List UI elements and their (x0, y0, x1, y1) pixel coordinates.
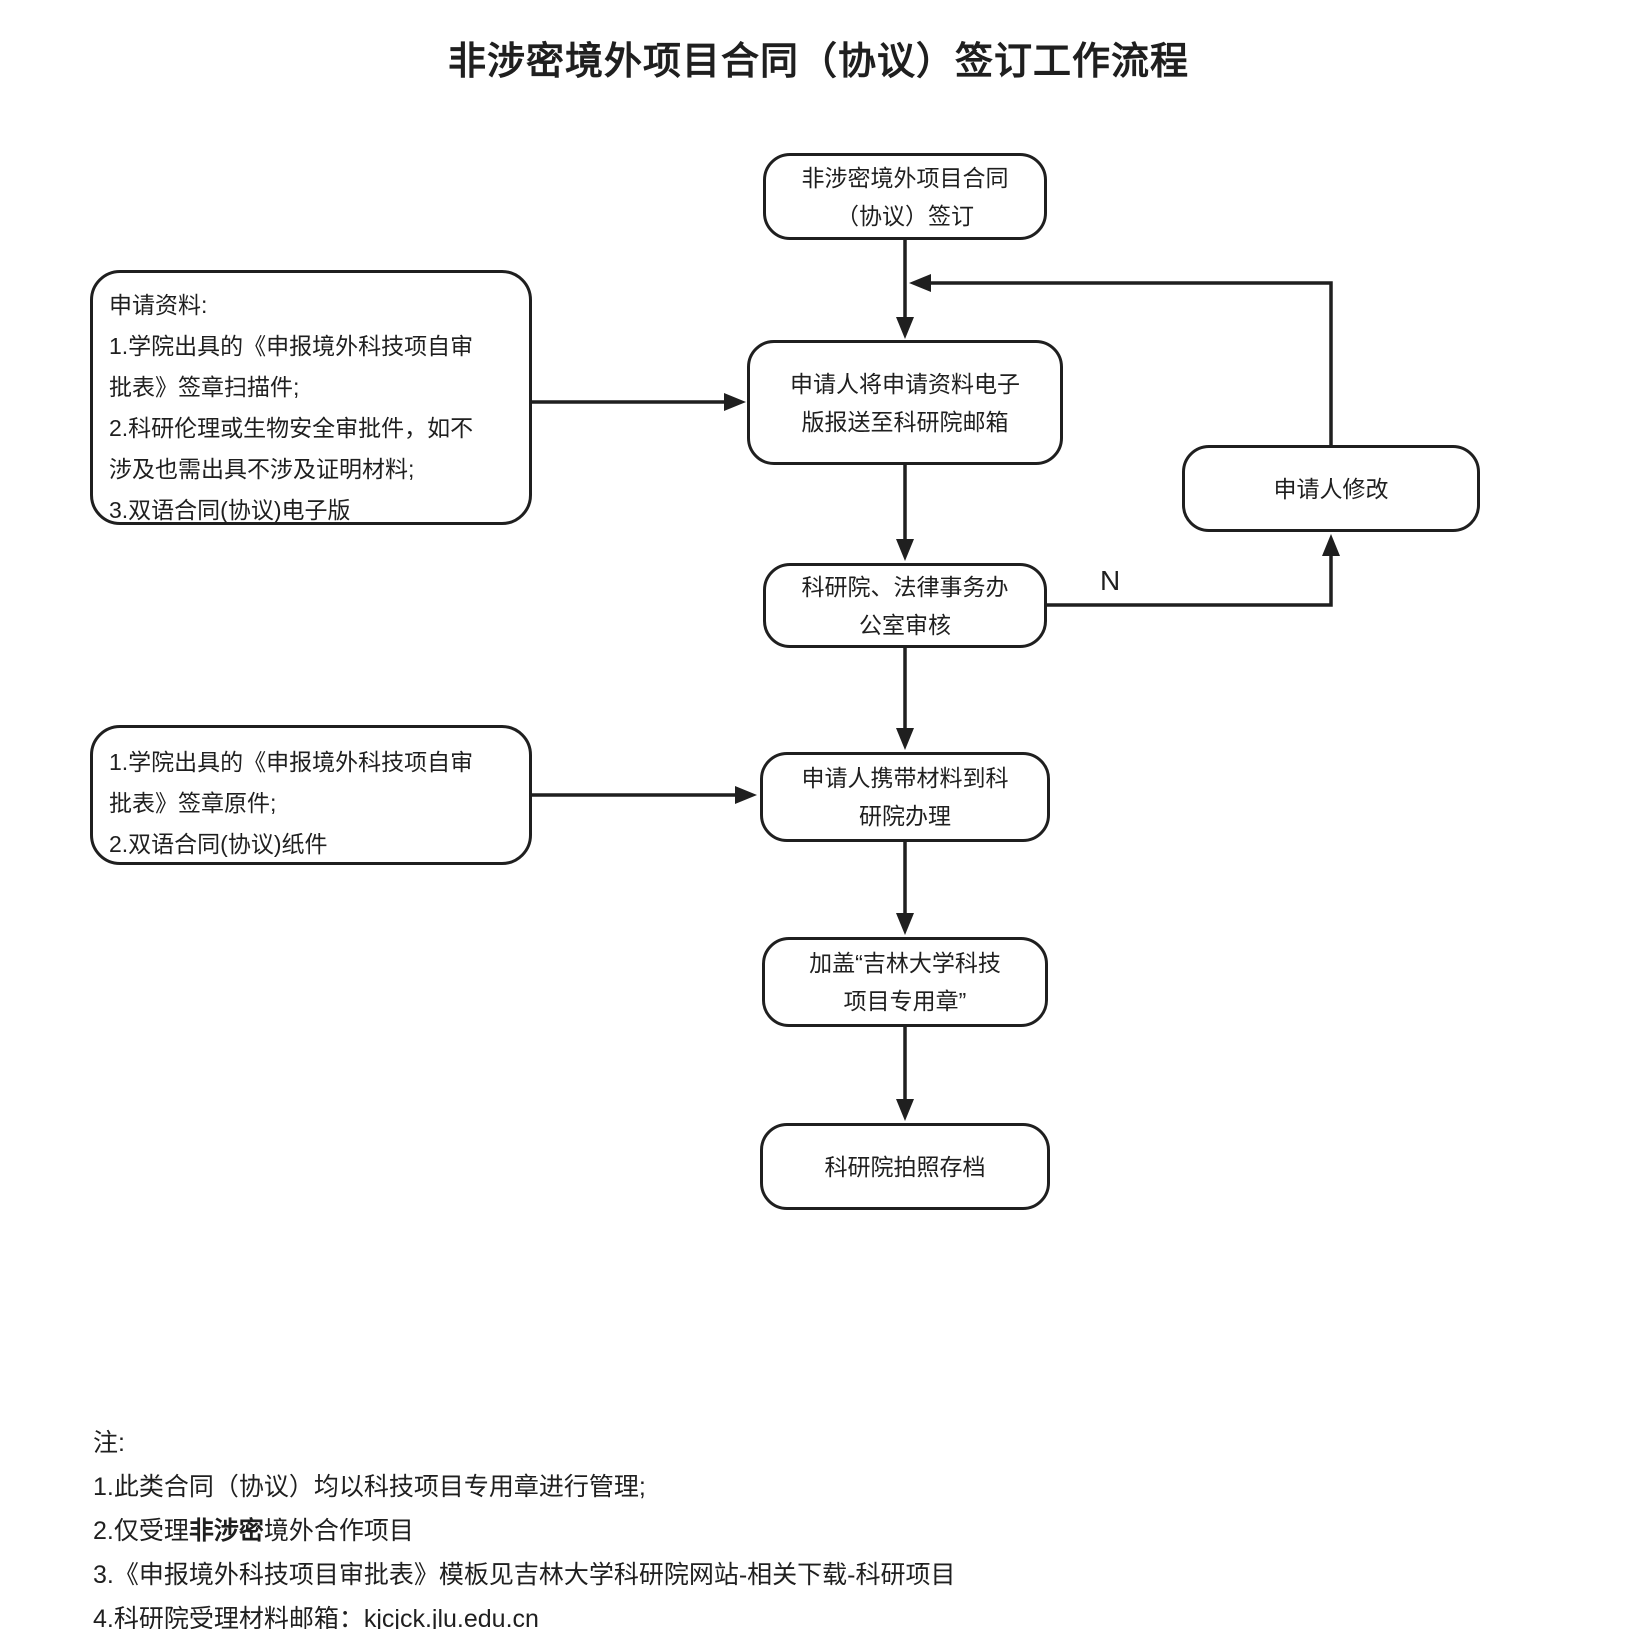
node-submit: 申请人将申请资料电子 版报送至科研院邮箱 (747, 340, 1063, 465)
node-bring: 申请人携带材料到科 研院办理 (760, 752, 1050, 842)
footnote-4: 4.科研院受理材料邮箱：kjcjck.jlu.edu.cn (93, 1605, 539, 1629)
node-bring-line: 申请人携带材料到科 (801, 765, 1009, 791)
note-originals-line: 2.双语合同(协议)纸件 (109, 831, 328, 857)
node-archive: 科研院拍照存档 (760, 1123, 1050, 1210)
note-materials-line: 2.科研伦理或生物安全审批件，如不 (109, 415, 474, 441)
node-stamp-line: 项目专用章” (843, 988, 967, 1014)
node-archive-line: 科研院拍照存档 (824, 1153, 986, 1180)
node-modify-line: 申请人修改 (1273, 475, 1389, 502)
node-review: 科研院、法律事务办 公室审核 (763, 563, 1047, 648)
note-materials-line: 1.学院出具的《申报境外科技项自审 (109, 333, 474, 359)
node-review-line: 科研院、法律事务办 (801, 573, 1009, 600)
footnote-2-prefix: 2.仅受理 (93, 1517, 189, 1545)
arrowhead-down-submit (896, 317, 914, 339)
footnote-2-bold: 非涉密 (188, 1517, 264, 1545)
arrowhead-up-modify (1322, 534, 1340, 556)
footnote-3: 3.《申报境外科技项目审批表》模板见吉林大学科研院网站-相关下载-科研项目 (93, 1561, 956, 1589)
note-originals-line: 批表》签章原件; (109, 790, 277, 816)
arrowhead-down-review (896, 539, 914, 561)
footnote-2-suffix: 境外合作项目 (263, 1517, 414, 1545)
node-stamp: 加盖“吉林大学科技 项目专用章” (762, 937, 1048, 1027)
node-start-line: （协议）签订 (836, 202, 974, 229)
edge-modify-feedback (920, 281, 1333, 445)
note-box-originals: 1.学院出具的《申报境外科技项自审 批表》签章原件; 2.双语合同(协议)纸件 (90, 725, 532, 865)
edge-label-n: N (1100, 565, 1121, 596)
footnote-1: 1.此类合同（协议）均以科技项目专用章进行管理; (93, 1473, 646, 1501)
arrowhead-down-archive (896, 1099, 914, 1121)
node-modify: 申请人修改 (1182, 445, 1480, 532)
node-review-line: 公室审核 (859, 611, 951, 638)
note-originals-line: 1.学院出具的《申报境外科技项自审 (109, 749, 474, 775)
node-submit-line: 申请人将申请资料电子 (790, 370, 1020, 397)
note-materials-line: 涉及也需出具不涉及证明材料; (109, 456, 415, 482)
arrowhead-left-feedback (909, 274, 931, 292)
footnotes: 注: 1.此类合同（协议）均以科技项目专用章进行管理; 2.仅受理非涉密境外合作… (93, 1421, 956, 1629)
footnote-2: 2.仅受理非涉密境外合作项目 (93, 1509, 956, 1553)
note-materials-line: 批表》签章扫描件; (109, 374, 300, 400)
footnote-heading: 注: (93, 1429, 125, 1457)
node-bring-line: 研院办理 (859, 803, 951, 829)
node-stamp-line: 加盖“吉林大学科技 (809, 950, 1001, 976)
note-materials-line: 3.双语合同(协议)电子版 (109, 497, 351, 523)
node-start-line: 非涉密境外项目合同 (801, 164, 1009, 191)
note-materials-line: 申请资料: (109, 292, 208, 318)
note-box-materials: 申请资料: 1.学院出具的《申报境外科技项自审 批表》签章扫描件; 2.科研伦理… (90, 270, 532, 525)
node-start: 非涉密境外项目合同 （协议）签订 (763, 153, 1047, 240)
arrowhead-down-bring (896, 728, 914, 750)
edge-review-modify (1047, 546, 1333, 607)
page-title: 非涉密境外项目合同（协议）签订工作流程 (447, 41, 1189, 83)
arrowhead-right-note1 (724, 393, 746, 411)
arrowhead-right-note2 (735, 786, 757, 804)
node-submit-line: 版报送至科研院邮箱 (801, 408, 1009, 435)
arrowhead-down-stamp (896, 913, 914, 935)
